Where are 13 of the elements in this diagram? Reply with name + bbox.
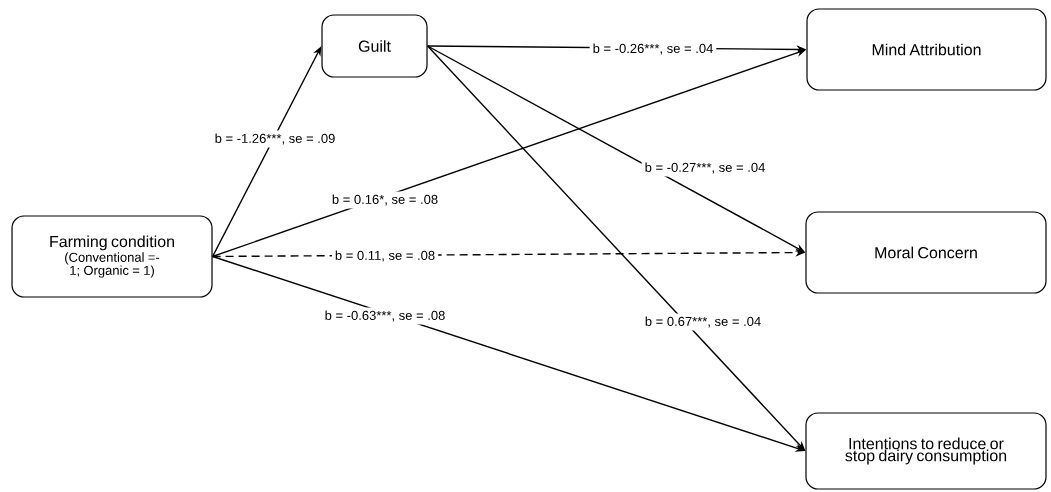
arrow	[211, 46, 322, 258]
edge-label: b = -0.27***, se = .04	[641, 159, 769, 177]
edge-label: b = -0.26***, se = .04	[589, 40, 717, 58]
edge-label: b = -1.26***, se = .09	[211, 130, 339, 148]
edge-label: b = 0.11, se = .08	[331, 247, 439, 265]
edge-label: b = -0.63***, se = .08	[321, 307, 449, 325]
edge-label: b = 0.16*, se = .08	[328, 191, 442, 209]
process-box: Intentions to reduce or stop dairy consumption	[805, 412, 1047, 490]
process-box: Farming condition (Conventional =-1; Organic = 1)	[11, 215, 213, 298]
process-box: Guilt	[321, 14, 428, 78]
edge-label: b = 0.67***, se = .04	[641, 313, 765, 331]
process-box: Mind Attribution	[806, 8, 1047, 91]
process-box: Moral Concern	[805, 211, 1047, 294]
